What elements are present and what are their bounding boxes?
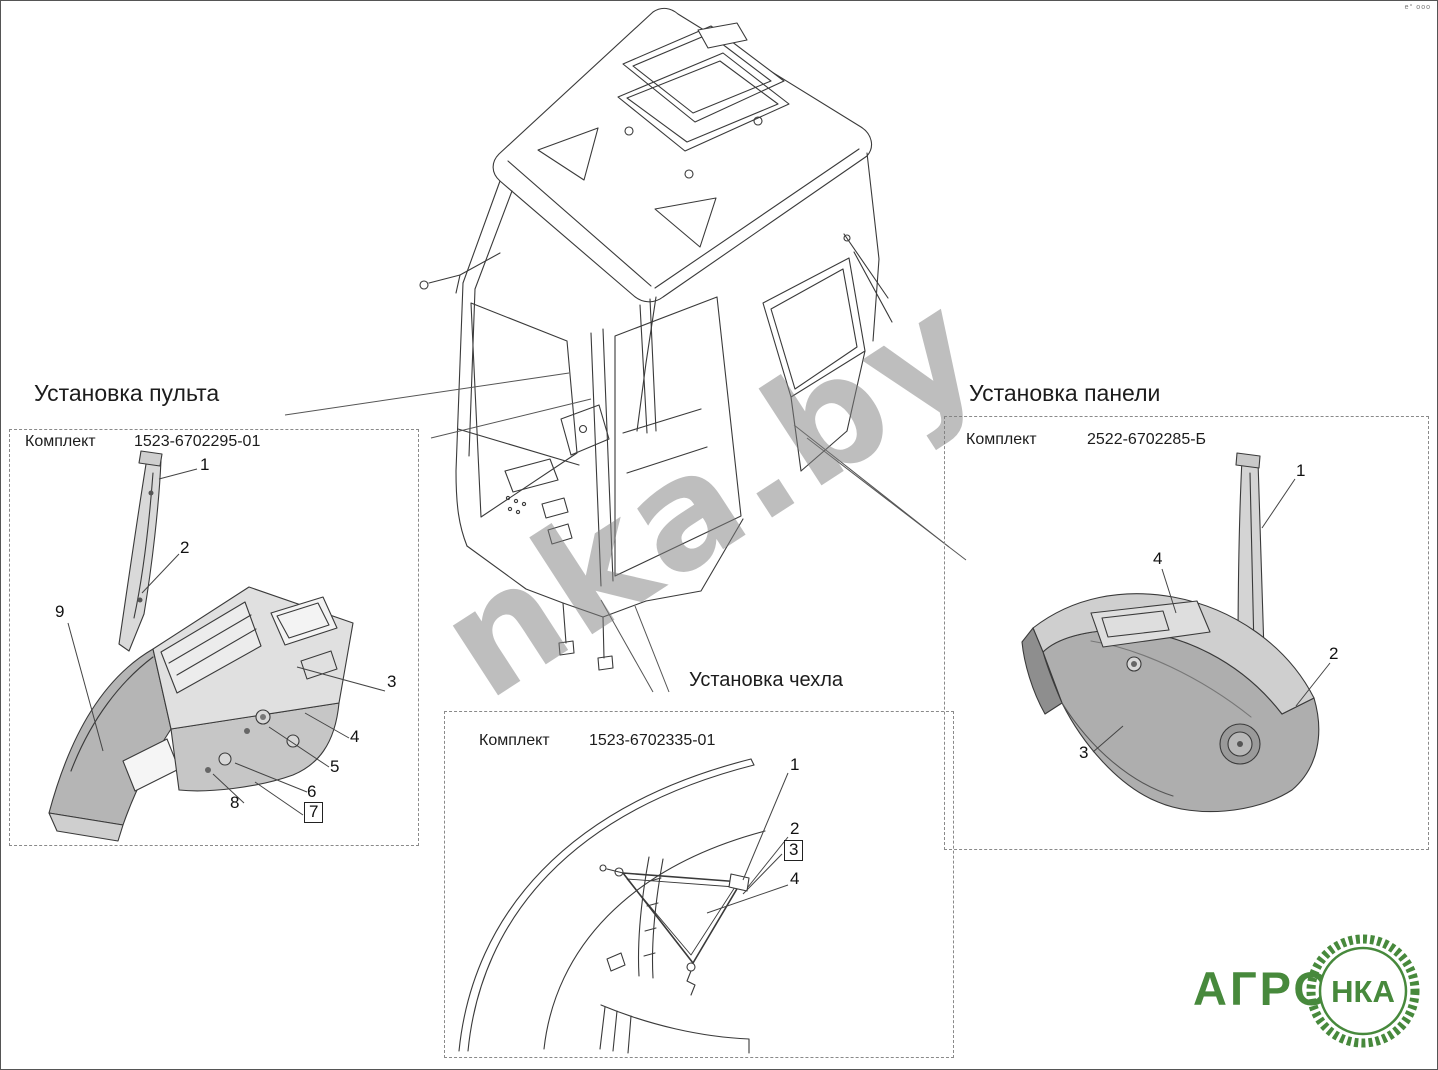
callout-cover-4: 4 (790, 869, 800, 888)
corner-mark: е° ооо (1404, 4, 1431, 11)
kit-number-panel: 2522-6702285-Б (1087, 431, 1207, 448)
logo-brand-text: АГРО (1193, 962, 1333, 1015)
console-drawing (48, 450, 354, 842)
cab-drawing (419, 7, 893, 671)
section-box-pult (9, 429, 419, 846)
section-box-cover (444, 711, 954, 1058)
kit-number-pult: 1523-6702295-01 (134, 433, 261, 450)
kit-label-cover: Комплект (479, 732, 550, 749)
callout-panel-3: 3 (1079, 743, 1089, 762)
section-title-cover: Установка чехла (689, 669, 843, 691)
callout-pult-5: 5 (330, 757, 340, 776)
section-leader-lines (284, 372, 967, 693)
callout-pult-6: 6 (307, 782, 317, 801)
callout-pult-7: 7 (304, 802, 324, 823)
callout-pult-9: 9 (55, 602, 65, 621)
kit-label-panel: Комплект (966, 431, 1037, 448)
callout-pult-3: 3 (387, 672, 397, 691)
panel-drawing (1021, 452, 1320, 813)
callout-pult-2: 2 (180, 538, 190, 557)
kit-label-pult: Комплект (25, 433, 96, 450)
callout-leader-lines (67, 468, 1331, 914)
logo-emblem-text: НКА (1331, 974, 1395, 1009)
callout-cover-1: 1 (790, 755, 800, 774)
callout-cover-2: 2 (790, 819, 800, 838)
logo-inner-ring (1318, 946, 1408, 1036)
logo-emblem-stamp: НКА (1306, 934, 1420, 1048)
callout-pult-1: 1 (200, 455, 210, 474)
kit-number-cover: 1523-6702335-01 (589, 732, 716, 749)
section-box-panel (944, 416, 1429, 850)
callout-pult-4: 4 (350, 727, 360, 746)
callout-pult-8: 8 (230, 793, 240, 812)
callout-panel-4: 4 (1153, 549, 1163, 568)
section-title-panel: Установка панели (969, 380, 1161, 406)
callout-panel-1: 1 (1296, 461, 1306, 480)
logo-scalloped-ring (1306, 934, 1420, 1048)
callout-cover-3: 3 (784, 840, 804, 861)
section-title-pult: Установка пульта (34, 380, 220, 406)
callout-panel-2: 2 (1329, 644, 1339, 663)
